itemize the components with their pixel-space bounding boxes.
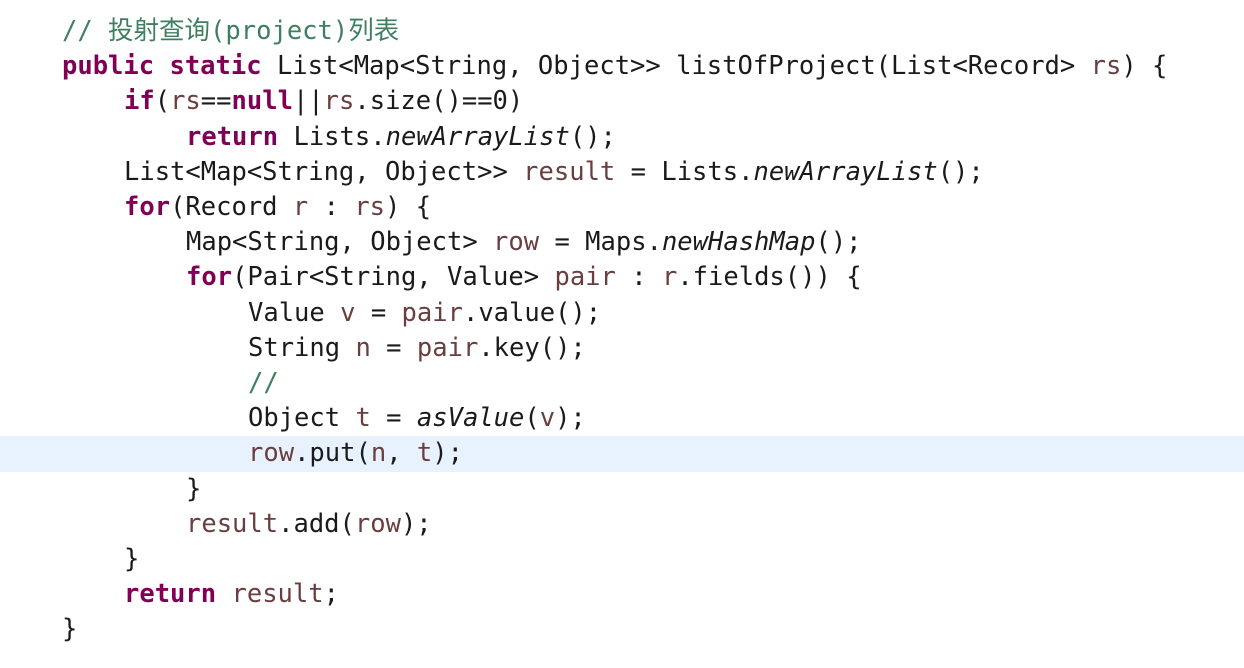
code-line[interactable]: Map<String, Object> row = Maps.newHashMa… <box>0 225 1244 260</box>
code-token: } <box>124 544 140 574</box>
code-token: .fields()) { <box>677 262 862 293</box>
variable-token: result <box>523 156 616 187</box>
current-line[interactable]: row.put(n, t); <box>0 436 1244 472</box>
code-line[interactable]: Value v = pair.value(); <box>0 296 1244 331</box>
code-token: (); <box>815 227 862 258</box>
code-line[interactable]: for(Record r : rs) { <box>0 190 1244 225</box>
code-token: List<Map<String, Object>> <box>124 156 524 187</box>
code-line[interactable]: for(Pair<String, Value> pair : r.fields(… <box>0 260 1244 295</box>
code-token: .value(); <box>462 297 602 328</box>
code-token: .size()==0) <box>354 86 524 117</box>
code-line[interactable]: Object t = asValue(v); <box>0 401 1244 436</box>
keyword-token: null <box>231 86 293 117</box>
code-token: : <box>308 192 355 222</box>
code-token: } <box>62 614 78 645</box>
code-token: Object <box>248 403 356 434</box>
code-token: ( <box>154 86 171 117</box>
code-token: = Lists. <box>615 156 754 187</box>
variable-token: row <box>248 438 295 469</box>
keyword-token: for <box>186 262 233 293</box>
code-token: .key(); <box>478 332 586 363</box>
code-line[interactable]: return Lists.newArrayList(); <box>0 120 1244 155</box>
keyword-token: return <box>124 579 217 610</box>
code-token: ); <box>555 403 586 434</box>
code-token: (Pair<String, Value> <box>232 262 555 293</box>
code-token: String <box>248 332 356 363</box>
variable-token: n <box>370 438 387 469</box>
variable-token: pair <box>554 262 616 293</box>
code-token: (); <box>569 121 616 152</box>
keyword-token: return <box>186 121 279 152</box>
variable-token: rs <box>170 86 201 117</box>
code-token: Lists. <box>278 121 386 152</box>
code-token: = <box>355 297 402 328</box>
variable-token: result <box>231 579 324 610</box>
code-token: = Maps. <box>539 227 662 258</box>
code-token: (Record <box>170 192 293 222</box>
code-line[interactable]: // <box>0 366 1244 401</box>
code-token: .put( <box>294 438 371 469</box>
variable-token: t <box>416 438 433 469</box>
comment-token: // 投射查询(project)列表 <box>62 16 400 46</box>
code-token: Map<String, Object> <box>186 227 494 258</box>
code-token: List<Map<String, Object>> listOfProject(… <box>261 51 1091 82</box>
code-token: } <box>186 473 202 504</box>
comment-token: // <box>248 368 279 398</box>
variable-token: r <box>292 192 309 222</box>
code-token: ) { <box>385 192 432 222</box>
code-token: : <box>615 262 662 293</box>
variable-token: rs <box>1090 51 1122 82</box>
code-token: = <box>370 332 417 363</box>
code-token: , <box>386 438 417 469</box>
variable-token: v <box>340 297 356 328</box>
variable-token: row <box>354 508 401 539</box>
static-method-token: newArrayList <box>753 156 938 187</box>
variable-token: t <box>355 403 371 434</box>
code-token: ) { <box>1121 51 1168 82</box>
static-method-token: newArrayList <box>385 121 570 152</box>
code-token: == <box>200 86 232 117</box>
variable-token: v <box>539 403 556 434</box>
code-token <box>216 579 231 609</box>
code-line[interactable]: result.add(row); <box>0 507 1244 542</box>
keyword-token: for <box>124 192 171 222</box>
code-token: .add( <box>278 508 355 539</box>
code-line[interactable]: } <box>0 542 1244 577</box>
variable-token: pair <box>416 332 479 363</box>
code-token: ; <box>323 579 339 610</box>
variable-token: pair <box>401 297 463 328</box>
code-line[interactable]: List<Map<String, Object>> result = Lists… <box>0 155 1244 190</box>
code-line[interactable]: } <box>0 472 1244 507</box>
code-line[interactable]: } <box>0 612 1244 647</box>
code-token: ); <box>432 438 463 469</box>
keyword-token: public static <box>62 51 262 82</box>
variable-token: n <box>355 332 371 363</box>
code-token: ( <box>524 403 540 434</box>
code-line[interactable]: public static List<Map<String, Object>> … <box>0 49 1244 84</box>
code-token: || <box>292 86 324 117</box>
code-line[interactable]: String n = pair.key(); <box>0 331 1244 366</box>
code-line[interactable]: return result; <box>0 577 1244 612</box>
code-token: = <box>370 403 417 434</box>
variable-token: r <box>661 262 678 293</box>
variable-token: rs <box>354 192 386 222</box>
variable-token: rs <box>323 86 355 117</box>
code-token: ); <box>400 508 432 539</box>
code-line[interactable]: // 投射查询(project)列表 <box>0 14 1244 49</box>
static-method-token: asValue <box>416 403 525 434</box>
keyword-token: if <box>124 86 155 117</box>
code-line[interactable]: if(rs==null||rs.size()==0) <box>0 84 1244 119</box>
code-token: (); <box>937 156 984 187</box>
static-method-token: newHashMap <box>661 227 816 258</box>
variable-token: result <box>186 508 279 539</box>
variable-token: row <box>493 227 540 258</box>
code-token: Value <box>248 297 341 328</box>
